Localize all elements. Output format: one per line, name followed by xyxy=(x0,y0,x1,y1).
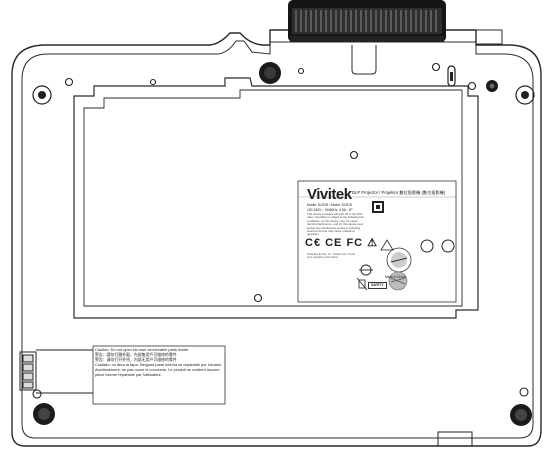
side-connector-block xyxy=(19,349,95,394)
bottom-panel-inner xyxy=(83,89,463,307)
safety-mark: SAFETY xyxy=(368,282,387,289)
top-tab xyxy=(351,45,377,75)
foot-top-right-icon xyxy=(515,85,535,105)
caution-line: Caution: Do not open.No user serviceable… xyxy=(95,348,189,352)
caution-line: Avertissement: ne pas ouvrir le couvercl… xyxy=(95,366,220,372)
caution-line: 警告：请勿打开外壳，内部无用户可维修的零件 xyxy=(95,356,177,362)
regulatory-text: Delta Electronics, Inc. Vivitek Corp. Sm… xyxy=(307,253,355,260)
model-number: Model: DU978 / Model: DU978 xyxy=(307,203,352,207)
qr-code-icon xyxy=(372,201,384,213)
product-name: DLP Projector / Projektor 數位投影機 (數位投影機) xyxy=(352,190,446,195)
right-notch xyxy=(475,29,503,45)
hologram-seal-icon xyxy=(388,271,408,291)
power-rating: 100-240V~, 50/60Hz, 3.5A ; 1P xyxy=(307,208,353,212)
latch-icon xyxy=(447,65,456,87)
bin-icon xyxy=(356,277,368,291)
brand-logo: Vivitek xyxy=(307,186,352,203)
lens-ring-icon xyxy=(288,0,446,42)
caution-label-text: Caution: Do not open.No user serviceable… xyxy=(95,348,223,402)
made-in: Made in China xyxy=(385,275,406,279)
fcc-statement: This device complies with part 15 of the… xyxy=(307,212,364,237)
housing-inner-outline xyxy=(21,40,534,439)
caution-line: pièce interne réparable par l'utilisateu… xyxy=(95,371,162,377)
certification-seal-icon xyxy=(386,247,412,273)
bottom-panel-outline xyxy=(73,77,479,319)
foot-bottom-right-icon xyxy=(510,404,532,426)
bottom-port xyxy=(437,431,473,447)
adjuster-knob-left-icon xyxy=(259,62,281,84)
ul-logo-icon xyxy=(420,239,455,253)
adjuster-knob-right-icon xyxy=(486,80,498,92)
product-label: Vivitek DLP Projector / Projektor 數位投影機 … xyxy=(300,183,455,300)
caution-label-box xyxy=(92,345,226,405)
foot-top-left-icon xyxy=(32,85,52,105)
caution-line: 警告：請勿打開外殼，內部無用戶可維修的零件 xyxy=(95,351,177,357)
certification-marks: C€ CE FC ⚠ xyxy=(305,237,379,249)
product-label-box xyxy=(297,180,457,303)
foot-bottom-left-icon xyxy=(33,403,55,425)
recycle-icon xyxy=(359,264,373,276)
caution-line: Cuidado: no abra la tapa. Ninguna parte … xyxy=(95,361,223,367)
warning-triangle-icon xyxy=(380,239,394,251)
